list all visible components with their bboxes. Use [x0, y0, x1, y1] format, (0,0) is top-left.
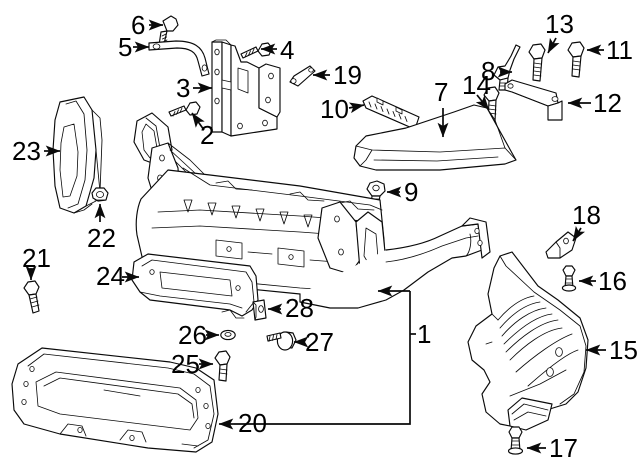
part-13-bolt — [528, 43, 546, 82]
callout-23: 23 — [12, 136, 41, 166]
callout-4: 4 — [280, 35, 295, 65]
part-12-bracket-arm — [504, 79, 563, 121]
part-27-flange-bolt — [266, 331, 297, 351]
leader-14 — [475, 94, 490, 111]
part-21-bolt — [23, 280, 40, 314]
callout-6: 6 — [131, 10, 146, 40]
part-2-bolt — [168, 101, 201, 117]
callout-26: 26 — [178, 320, 207, 350]
callout-17: 17 — [549, 433, 578, 463]
part-10-reinforcement-strip — [362, 95, 420, 129]
leader-2 — [191, 112, 205, 131]
callout-28: 28 — [285, 293, 314, 323]
part-16-screw — [561, 265, 577, 292]
callout-12: 12 — [593, 88, 622, 118]
part-7-air-deflector — [353, 104, 517, 171]
part-24-skid-plate — [131, 253, 259, 319]
callout-24: 24 — [96, 261, 125, 291]
callout-25: 25 — [171, 349, 200, 379]
callout-8: 8 — [481, 56, 496, 86]
part-4-bolt — [240, 42, 273, 59]
callout-2: 2 — [200, 120, 215, 150]
callout-19: 19 — [333, 60, 362, 90]
callout-3: 3 — [176, 73, 191, 103]
callout-5: 5 — [118, 32, 133, 62]
callout-27: 27 — [305, 327, 334, 357]
part-20-lower-valance — [11, 347, 219, 453]
part-11-bolt — [567, 41, 585, 78]
part-22-nut — [91, 187, 109, 202]
part-18-clip-bracket — [545, 231, 577, 259]
part-19-link-rod — [289, 65, 316, 87]
callout-15: 15 — [609, 335, 638, 365]
callout-10: 10 — [320, 94, 349, 124]
leader-1 — [234, 285, 416, 425]
part-23-side-deflector — [52, 96, 103, 214]
callout-13: 13 — [545, 9, 574, 39]
callout-9: 9 — [404, 177, 419, 207]
callout-20: 20 — [238, 408, 267, 438]
callout-7: 7 — [434, 77, 449, 107]
leader-18 — [572, 225, 586, 242]
callout-21: 21 — [22, 243, 51, 273]
part-26-washer — [220, 329, 236, 341]
leader-10 — [348, 102, 365, 114]
part-28-retainer-clip — [252, 299, 267, 321]
part-3-mounting-bracket — [211, 39, 281, 137]
callout-22: 22 — [87, 223, 116, 253]
callout-18: 18 — [572, 200, 601, 230]
part-5-support-rod — [148, 40, 210, 77]
callout-16: 16 — [598, 266, 627, 296]
part-25-bolt — [214, 350, 231, 382]
leader-13 — [547, 37, 560, 54]
callout-14: 14 — [462, 70, 491, 100]
callout-11: 11 — [606, 35, 633, 65]
callout-1: 1 — [417, 319, 432, 349]
part-17-screw — [507, 426, 524, 455]
